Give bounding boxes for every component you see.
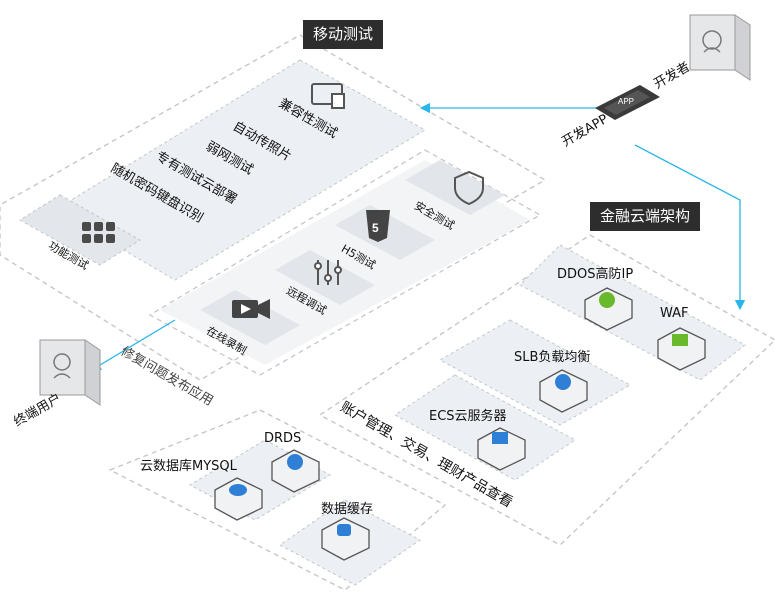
- tiles-region: [148, 149, 542, 376]
- security-test-tile: [405, 160, 505, 215]
- load-balancer-icon: [555, 374, 571, 390]
- mysql-label: 云数据库MYSQL: [140, 459, 237, 474]
- test-to-user-line: [90, 319, 176, 371]
- end-user-box: [39, 339, 101, 406]
- gear-icon: [599, 292, 615, 308]
- ecs-label: ECS云服务器: [429, 409, 507, 424]
- svg-text:APP: APP: [618, 97, 634, 106]
- drds-label: DRDS: [264, 431, 302, 446]
- cache-server: [321, 517, 370, 561]
- finance-panel-ecs: [394, 374, 576, 481]
- mysql-server: [214, 477, 263, 521]
- cluster-icon: [287, 454, 303, 470]
- ecs-server: [477, 427, 526, 471]
- server-icon: [492, 432, 508, 444]
- slb-label: SLB负载均衡: [514, 350, 591, 365]
- svg-text:5: 5: [372, 221, 379, 235]
- waf-server: [657, 327, 706, 371]
- drds-server: [271, 449, 320, 493]
- shield-icon: [454, 170, 484, 206]
- cache-label: 数据缓存: [321, 502, 374, 517]
- slb-server: [539, 369, 588, 413]
- data-layer-region: [108, 409, 447, 591]
- waf-label: WAF: [660, 306, 689, 321]
- ddos-server: [584, 287, 633, 331]
- online-record-tile: [200, 290, 300, 345]
- app-to-cloud-line: [634, 144, 746, 311]
- h5-test-tile: 5: [335, 205, 435, 260]
- compatibility-test-icon: [311, 83, 345, 109]
- mobile-test-panel: [54, 59, 426, 281]
- ddos-label: DDOS高防IP: [557, 267, 634, 282]
- developer-icon: [702, 30, 722, 50]
- end-user-icon: [53, 353, 71, 371]
- mobile-test-title: 移动测试: [303, 20, 384, 49]
- cache-icon: [337, 524, 351, 536]
- video-camera-icon: [232, 299, 270, 319]
- sliders-icon: [314, 260, 342, 285]
- grid-icon: [82, 222, 115, 243]
- remote-debug-tile: [275, 250, 375, 305]
- html5-icon: [366, 210, 390, 242]
- app-icon: APP: [595, 85, 660, 120]
- finance-cloud-title: 金融云端架构: [590, 202, 701, 231]
- developer-box: [689, 14, 751, 81]
- firewall-icon: [672, 334, 688, 346]
- database-icon: [229, 484, 247, 496]
- mobile-test-region: [0, 34, 547, 381]
